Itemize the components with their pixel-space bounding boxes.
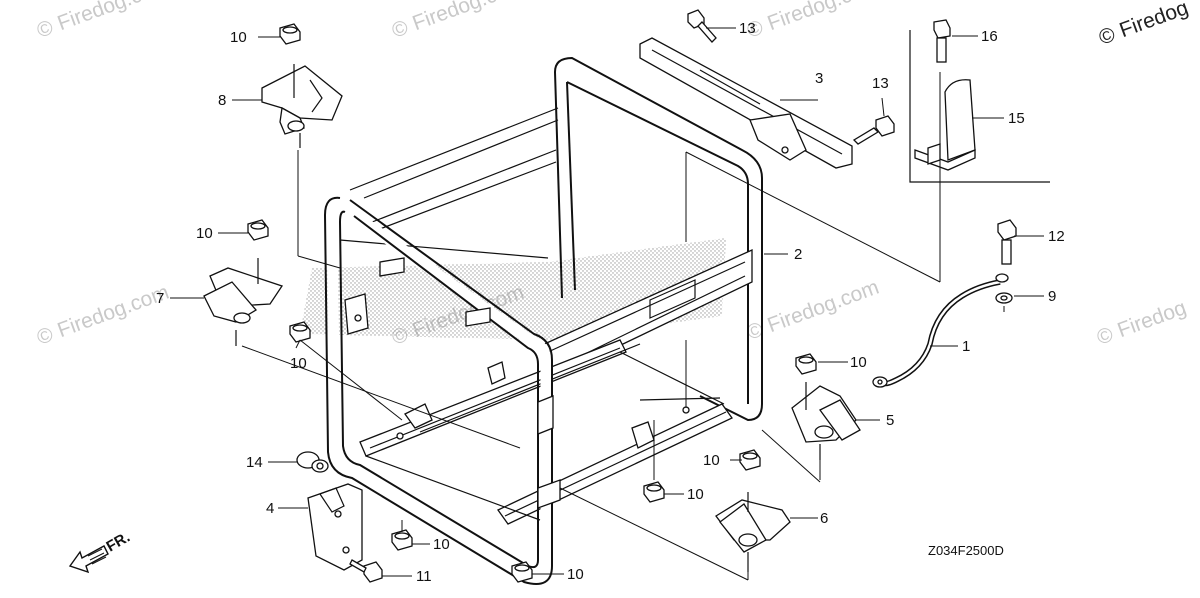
- part-4-bracket: [307, 483, 363, 571]
- callout-15: 15: [1008, 110, 1025, 127]
- frame-bracket: [344, 293, 369, 335]
- diagram-code: Z034F2500D: [928, 543, 1004, 558]
- callout-9: 9: [1048, 288, 1056, 305]
- callout-5: 5: [886, 412, 894, 429]
- watermark-copyright-symbol: ©: [1094, 323, 1117, 350]
- watermark-copyright-symbol: ©: [1096, 23, 1119, 50]
- bolt-16: [933, 19, 951, 63]
- callout-16: 16: [981, 28, 998, 45]
- nut-10h: [511, 561, 533, 583]
- callout-13: 13: [739, 20, 756, 37]
- watermark-text: Firedog: [1117, 0, 1192, 42]
- watermark-text: Firedog.com: [55, 281, 173, 343]
- callout-10: 10: [230, 29, 247, 46]
- callout-11: 11: [416, 568, 432, 585]
- callout-10: 10: [850, 354, 867, 371]
- callout-4: 4: [266, 500, 274, 517]
- callout-6: 6: [820, 510, 828, 527]
- part-7-mount: [203, 258, 284, 346]
- bolt-11: [349, 559, 383, 583]
- top-rail-left: [349, 107, 559, 191]
- callout-10: 10: [290, 355, 307, 372]
- callout-10: 10: [196, 225, 213, 242]
- part-5-mount: [791, 382, 861, 460]
- watermark-text: Firedog.com: [55, 0, 173, 35]
- callout-labels: 10 8 10 7 10 13 3 13 16 15 2 12 9 1 10 5…: [156, 20, 1065, 585]
- nut-10d: [795, 353, 817, 375]
- part-15-bracket-box: [909, 30, 1050, 183]
- watermark-text: Firedog: [1115, 296, 1190, 342]
- nut-10f: [643, 481, 665, 503]
- bolt-12: [997, 219, 1017, 265]
- front-direction-arrow: FR.: [68, 529, 133, 574]
- watermark-text: Firedog.com: [410, 0, 528, 35]
- callout-3: 3: [815, 70, 823, 87]
- callout-1: 1: [962, 338, 970, 355]
- leader-lines: [170, 27, 1044, 577]
- watermark-copyright-symbol: ©: [34, 323, 57, 350]
- watermark-text: Firedog.com: [765, 0, 883, 35]
- watermark-text: Firedog.com: [765, 276, 883, 338]
- nut-10a: [279, 23, 301, 45]
- callout-13: 13: [872, 75, 889, 92]
- callout-10: 10: [433, 536, 450, 553]
- callout-14: 14: [246, 454, 263, 471]
- front-label: FR.: [104, 529, 133, 556]
- part-3-rail-bracket: [639, 37, 853, 169]
- nut-10b: [247, 219, 269, 241]
- bolt-13b: [852, 115, 895, 145]
- watermark-copyright-symbol: ©: [389, 16, 412, 43]
- callout-12: 12: [1048, 228, 1065, 245]
- callout-10: 10: [567, 566, 584, 583]
- washer-9: [995, 292, 1013, 304]
- part-8-mount: [261, 64, 343, 148]
- part-6-mount: [715, 492, 791, 572]
- nut-10e: [739, 449, 761, 471]
- bolt-13a: [687, 9, 717, 43]
- callout-10: 10: [703, 452, 720, 469]
- callout-2: 2: [794, 246, 802, 263]
- nut-10g: [391, 529, 413, 551]
- alignment-lines: [241, 72, 1005, 581]
- callout-7: 7: [156, 290, 164, 307]
- callout-10: 10: [687, 486, 704, 503]
- part-14-grommet: [296, 451, 329, 473]
- callout-8: 8: [218, 92, 226, 109]
- nut-10c: [289, 321, 311, 343]
- frame-assembly: [300, 56, 763, 585]
- watermark-copyright-symbol: ©: [34, 16, 57, 43]
- part-1-ground-wire: [872, 273, 1009, 388]
